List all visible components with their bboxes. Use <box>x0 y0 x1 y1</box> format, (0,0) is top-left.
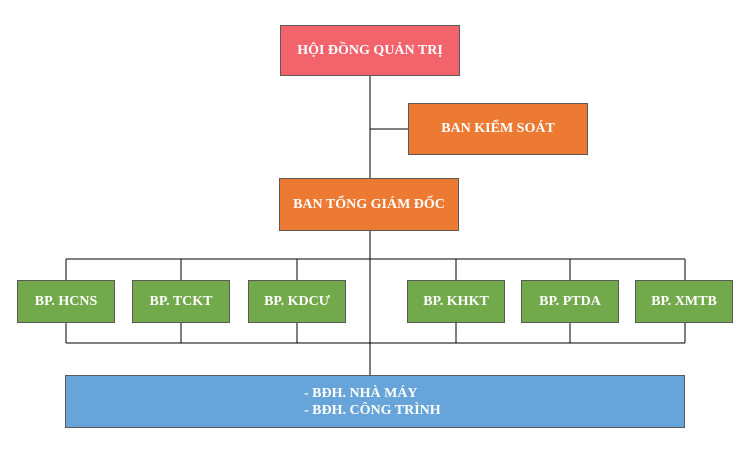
operations-line-construction: - BĐH. CÔNG TRÌNH <box>304 402 441 418</box>
general-management-box: BAN TỔNG GIÁM ĐỐC <box>279 178 459 231</box>
department-label: BP. PTDA <box>539 293 601 309</box>
department-box-xmtb: BP. XMTB <box>635 280 733 323</box>
supervisory-board-label: BAN KIỂM SOÁT <box>441 121 555 136</box>
department-label: BP. KHKT <box>423 293 489 309</box>
board-of-directors-label: HỘI ĐỒNG QUẢN TRỊ <box>297 42 443 58</box>
department-box-ptda: BP. PTDA <box>521 280 619 323</box>
operations-line-factory: - BĐH. NHÀ MÁY <box>304 385 418 401</box>
department-label: BP. HCNS <box>34 293 98 309</box>
general-management-label: BAN TỔNG GIÁM ĐỐC <box>293 196 445 212</box>
department-box-khkt: BP. KHKT <box>407 280 505 323</box>
operations-board-box: - BĐH. NHÀ MÁY - BĐH. CÔNG TRÌNH <box>65 375 685 428</box>
supervisory-board-box: BAN KIỂM SOÁT <box>408 103 588 155</box>
department-box-kdcu: BP. KDCƯ <box>248 280 346 323</box>
department-box-hcns: BP. HCNS <box>17 280 115 323</box>
department-label: BP. TCKT <box>149 293 213 309</box>
department-box-tckt: BP. TCKT <box>132 280 230 323</box>
department-label: BP. KDCƯ <box>264 293 330 309</box>
board-of-directors-box: HỘI ĐỒNG QUẢN TRỊ <box>280 25 460 76</box>
department-label: BP. XMTB <box>651 293 717 309</box>
